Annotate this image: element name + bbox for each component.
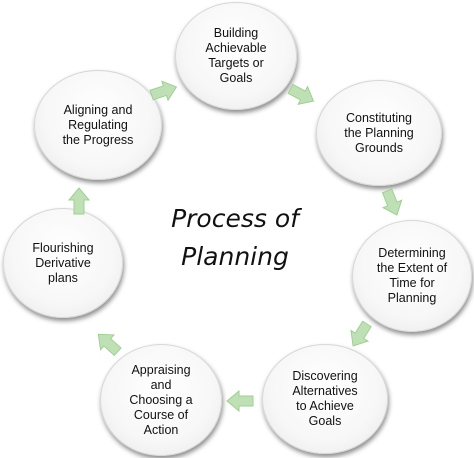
right-arrow-icon [343, 317, 376, 352]
right-arrow-icon [90, 325, 126, 360]
step-label: Constituting the Planning Grounds [344, 110, 414, 155]
step-label: Determining the Extent of Time for Plann… [376, 246, 448, 305]
right-arrow-icon [377, 186, 408, 220]
step-constituting-grounds: Constituting the Planning Grounds [316, 80, 442, 186]
step-aligning-progress: Aligning and Regulating the Progress [34, 70, 162, 180]
step-flourishing-plans: Flourishing Derivative plans [3, 208, 123, 318]
step-label: Discovering Alternatives to Achieve Goal… [292, 369, 358, 428]
step-determining-time: Determining the Extent of Time for Plann… [352, 220, 472, 332]
step-discovering-alternatives: Discovering Alternatives to Achieve Goal… [262, 344, 388, 454]
step-appraising-action: Appraising and Choosing a Course of Acti… [100, 344, 222, 456]
step-label: Building Achievable Targets or Goals [205, 26, 267, 85]
diagram-title: Process of Planning [171, 204, 299, 271]
step-label: Flourishing Derivative plans [32, 240, 94, 285]
right-arrow-icon [226, 390, 254, 412]
step-label: Aligning and Regulating the Progress [62, 102, 134, 147]
right-arrow-icon [68, 187, 90, 215]
step-building-targets: Building Achievable Targets or Goals [175, 2, 297, 110]
step-label: Appraising and Choosing a Course of Acti… [129, 362, 193, 437]
right-arrow-icon [284, 79, 319, 112]
right-arrow-icon [147, 76, 180, 106]
